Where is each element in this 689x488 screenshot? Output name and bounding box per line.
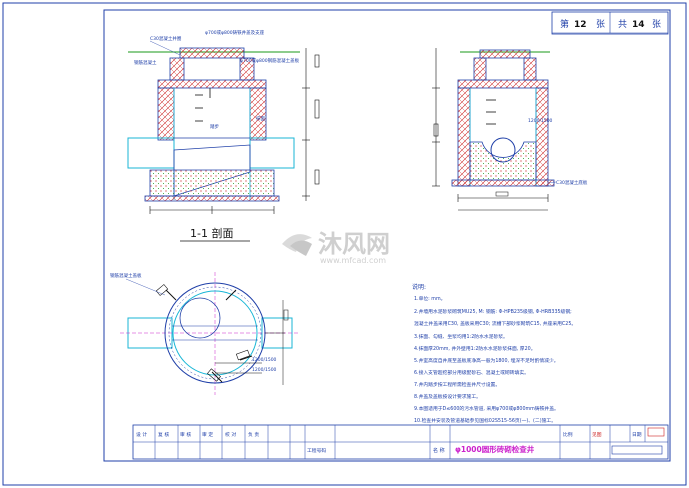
side-callout-0: 1200/1500 <box>528 118 553 124</box>
tb-cell-4: 校 对 <box>225 431 236 438</box>
inner-frame <box>103 9 671 462</box>
tb-cell-2: 审 核 <box>180 431 191 438</box>
plan-view: 钢筋混凝土盖板 1200/1500 1200/1500 <box>110 272 300 395</box>
tb-date-label: 日期 <box>632 432 642 438</box>
section-view: C30混凝土井圈 φ700或φ800铸铁井盖及支座 φ700或φ800钢筋混凝土… <box>127 29 320 242</box>
page-label: 第 <box>560 18 569 30</box>
section-callout-0: C30混凝土井圈 <box>150 35 182 42</box>
notes: 说明: 1.单位: mm。 2.井墙用水泥砂浆砌筑MU25, M: 钢筋: Φ-… <box>412 283 576 424</box>
notes-item-8: 8.井盖及盖板按设计要求施工。 <box>414 393 481 400</box>
section-callout-5: 抹面 <box>256 115 265 122</box>
total-label: 共 <box>618 19 627 30</box>
notes-item-1: 2.井墙用水泥砂浆砌筑MU25, M: 钢筋: Φ-HPB235级钢, Φ-HR… <box>414 308 572 315</box>
section-callout-4: 踏步 <box>210 123 219 130</box>
watermark-brand: 沐风网 <box>318 230 390 258</box>
tb-project-no: 工程号码 <box>307 447 326 454</box>
notes-item-7: 7.井内踏步按工程所需检查井尺寸设置。 <box>414 381 500 388</box>
tb-cell-0: 设 计 <box>136 431 147 438</box>
plan-callout-0: 钢筋混凝土盖板 <box>110 272 142 279</box>
side-callout-1: C30混凝土底板 <box>556 179 588 186</box>
tb-title-prefix: 名 称 <box>433 447 445 454</box>
notes-item-5: 5.井室高度自井底至盖板底净高一般为1800, 埋深不足时酌情减少。 <box>414 357 559 364</box>
side-view: 1200/1500 C30混凝土底板 <box>432 48 588 211</box>
section-callout-3: 钢筋混凝土 <box>134 59 157 66</box>
notes-item-10: 10.检查井安装及管道基础参见国标02S515-56页(一)、(二)施工。 <box>414 417 556 424</box>
watermark: 沐风网 www.mfcad.com <box>282 230 390 265</box>
tb-scale-label: 比例 <box>563 431 573 438</box>
page-number: 12 <box>574 20 587 30</box>
notes-item-4: 4.抹面厚20mm, 井外壁用1:2防水水泥砂浆抹面, 厚20。 <box>414 345 536 352</box>
section-callout-1: φ700或φ800铸铁井盖及支座 <box>205 29 265 36</box>
tb-cell-5: 负 责 <box>248 431 259 438</box>
title-block: 设 计 复 核 审 核 审 定 校 对 负 责 工程号码 名 称 φ1000圆形… <box>132 424 669 460</box>
tb-title-main: φ1000圆形砖砌检查井 <box>455 444 535 454</box>
notes-item-2: 混凝土井盖采用C30, 盖板采用C30; 流槽下部砂浆砌筑C15, 井座采用C2… <box>414 320 576 327</box>
watermark-logo <box>282 234 312 256</box>
notes-heading: 说明: <box>412 283 426 291</box>
notes-item-3: 3.抹面、勾缝、坐浆均用1:2防水水泥砂浆。 <box>414 333 508 340</box>
tb-cell-3: 审 定 <box>202 431 213 438</box>
page-number-box: 第 12 张 共 14 张 <box>551 11 669 35</box>
page-unit: 张 <box>596 19 605 30</box>
tb-scale-value: 见图 <box>592 432 602 438</box>
total-unit: 张 <box>652 19 661 30</box>
notes-item-6: 6.接入支管超挖部分用级配砂石、混凝土或砌砖填实。 <box>414 369 529 376</box>
section-callout-2: φ700或φ800钢筋混凝土盖板 <box>240 57 300 64</box>
tb-cell-1: 复 核 <box>158 431 169 438</box>
notes-item-0: 1.单位: mm。 <box>414 295 445 302</box>
plan-callout-1: 1200/1500 <box>252 357 277 363</box>
notes-item-9: 9.本图适用于D≤600的污水管道, 采用φ700或φ800mm铸铁井盖。 <box>414 405 559 412</box>
total-number: 14 <box>632 20 645 30</box>
plan-callout-2: 1200/1500 <box>252 367 277 373</box>
watermark-url: www.mfcad.com <box>320 256 386 265</box>
section-title: 1-1 剖面 <box>190 226 233 240</box>
